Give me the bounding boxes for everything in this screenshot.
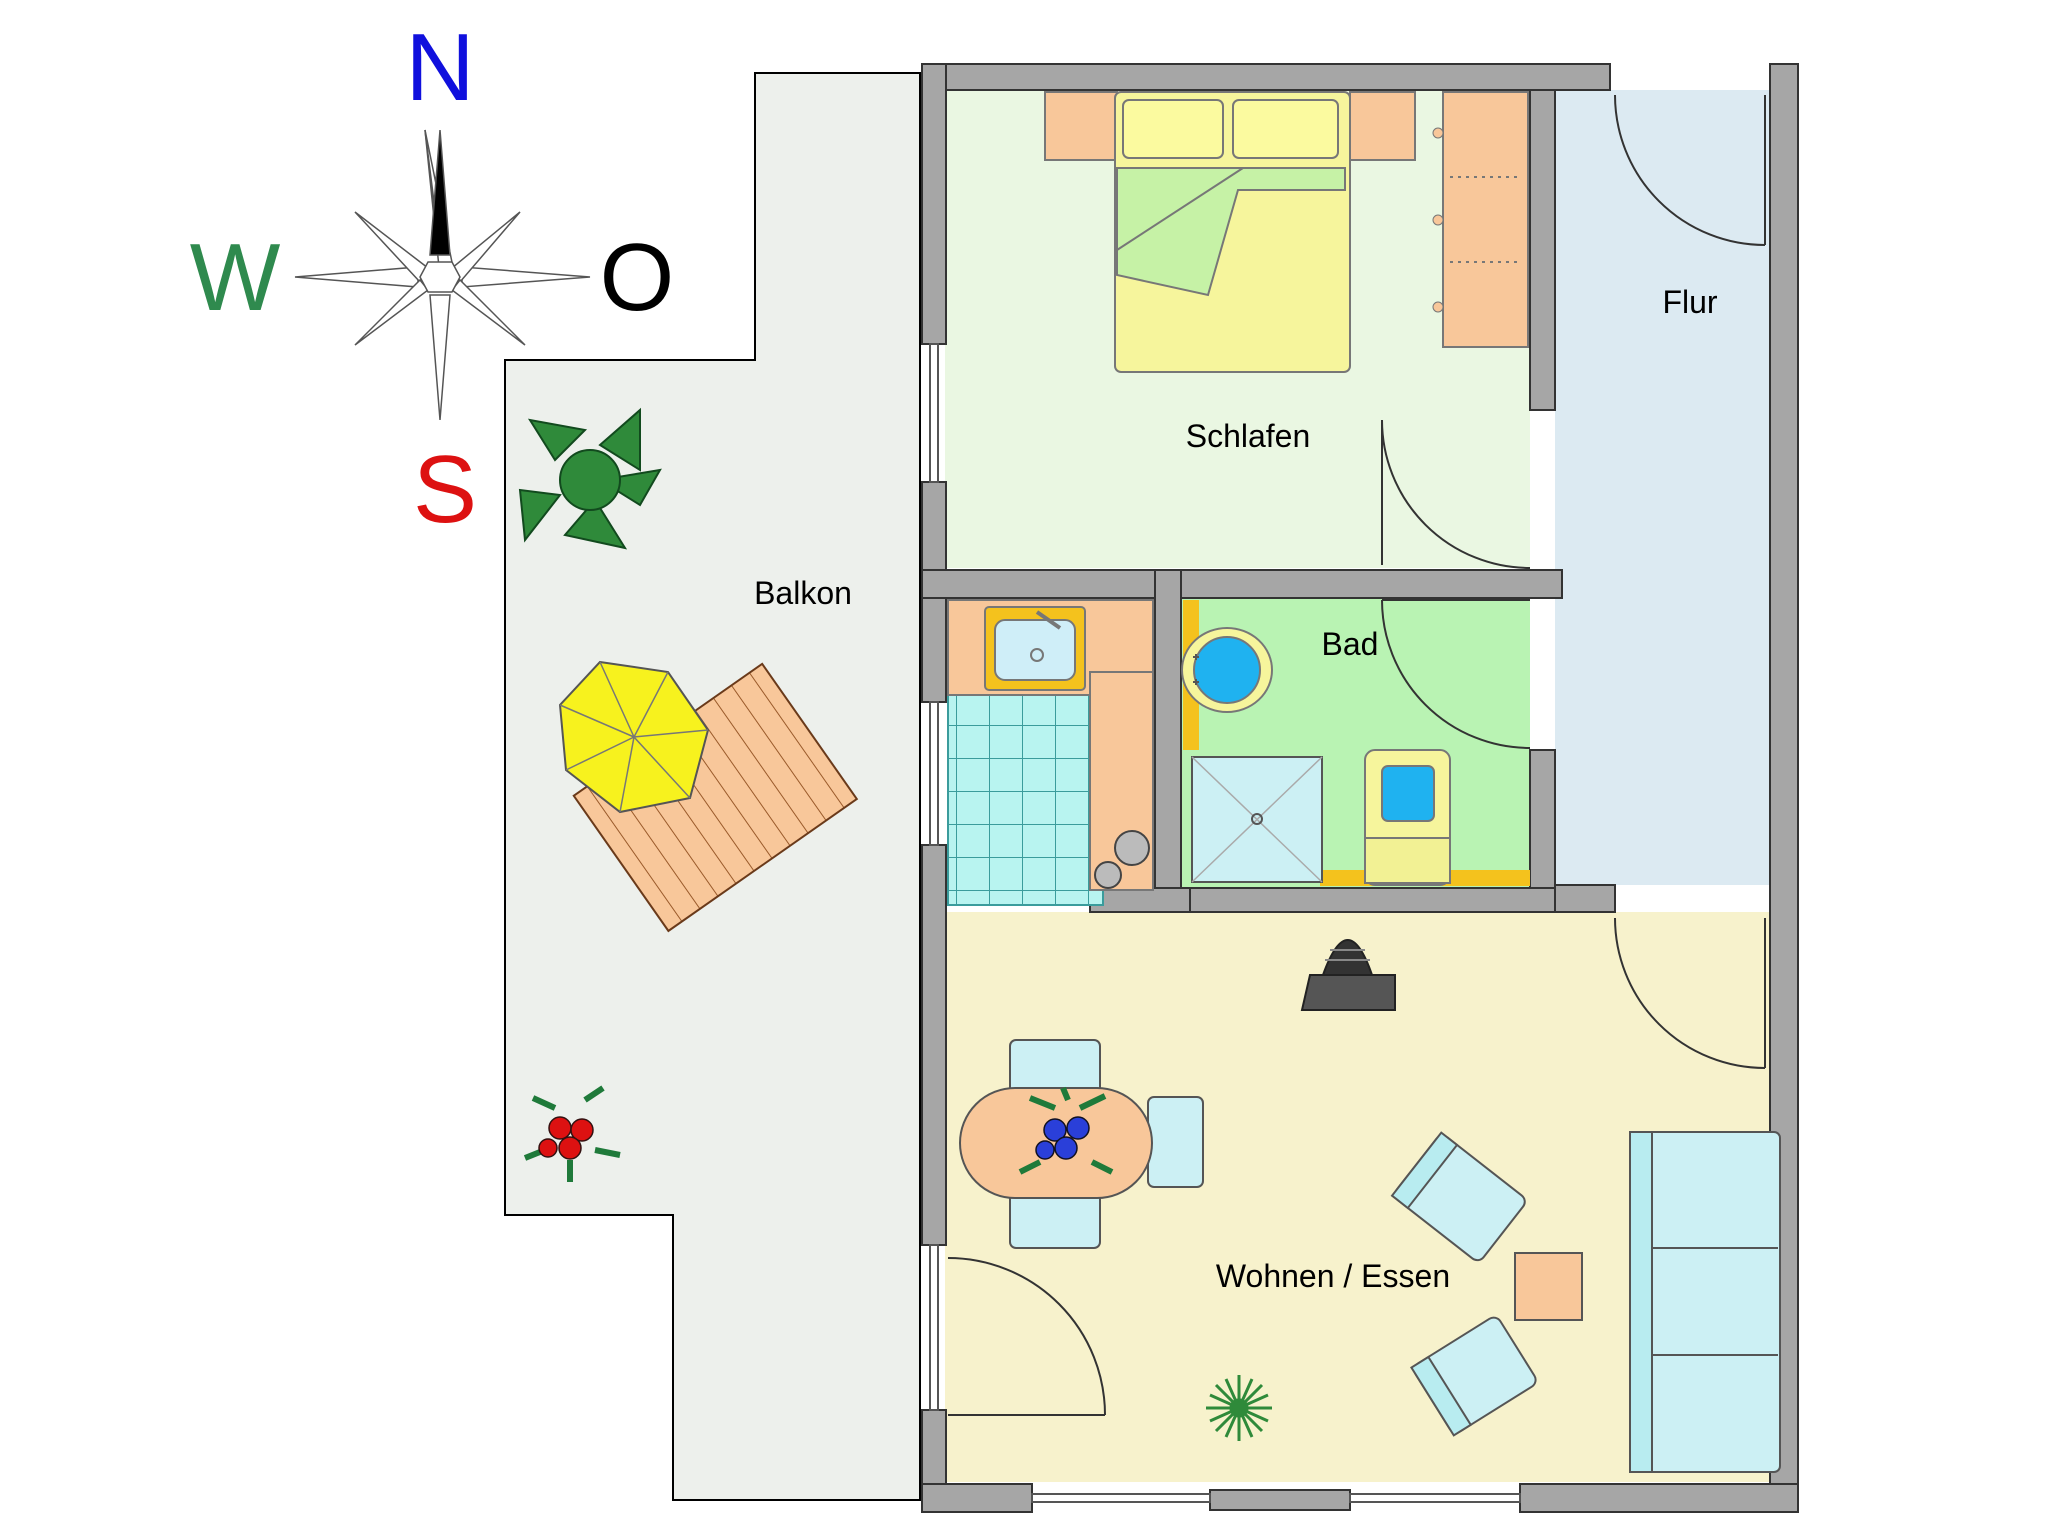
palm-icon	[1206, 1375, 1272, 1441]
plant-icon	[518, 407, 662, 550]
shower-icon	[1191, 756, 1323, 883]
windows	[929, 343, 1521, 1503]
flower-pot-icon	[523, 1085, 621, 1182]
room-label-bad: Bad	[1322, 626, 1379, 662]
room-label-schlafen: Schlafen	[1186, 418, 1311, 454]
tv-icon	[1300, 939, 1396, 1011]
stove-icon	[1094, 830, 1150, 889]
room-label-flur: Flur	[1662, 284, 1717, 320]
bed-icon	[1044, 91, 1416, 373]
armchair-icon	[1390, 1131, 1537, 1437]
walls	[921, 63, 1799, 1513]
compass-south-label: S	[413, 436, 477, 543]
washbasin-icon	[1181, 627, 1273, 713]
umbrella-icon	[558, 660, 710, 814]
compass-rose-icon	[294, 129, 591, 421]
side-table	[1514, 1252, 1583, 1321]
toilet-icon	[1364, 749, 1451, 886]
compass-west-label: W	[190, 224, 281, 331]
sofa-icon	[1629, 1131, 1781, 1473]
kitchen-tiles	[947, 694, 1104, 906]
doors	[947, 94, 1766, 1416]
flower-pot-icon	[1018, 1086, 1114, 1175]
compass-north-label: N	[405, 14, 474, 121]
compass-east-label: O	[600, 224, 675, 331]
hall-floor	[1555, 90, 1785, 885]
room-label-wohnen: Wohnen / Essen	[1216, 1258, 1450, 1294]
room-label-balkon: Balkon	[754, 575, 852, 611]
sink-icon	[984, 606, 1086, 691]
wardrobe-icon	[1432, 91, 1529, 348]
